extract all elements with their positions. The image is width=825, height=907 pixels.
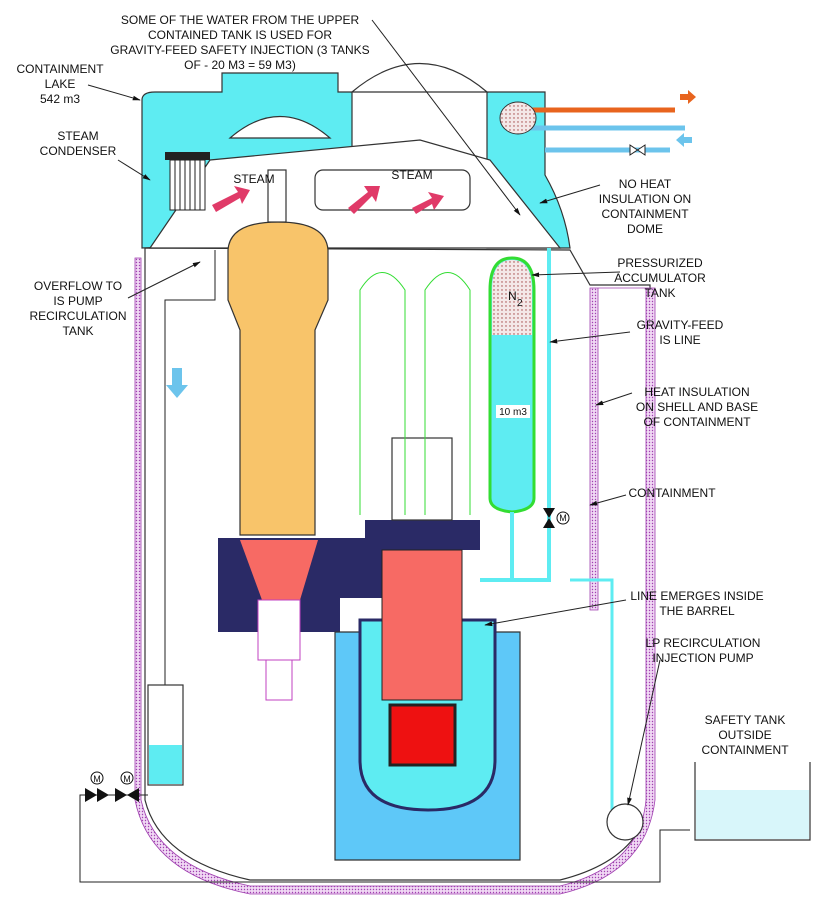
accumulator-volume: 10 m3 (499, 407, 527, 418)
svg-text:CONDENSER: CONDENSER (40, 144, 117, 158)
steam-condenser-label: STEAM CONDENSER (40, 129, 117, 158)
safety-tank-water (696, 790, 809, 839)
svg-text:GRAVITY-FEED: GRAVITY-FEED (637, 318, 724, 332)
no-heat-insulation-label: NO HEAT INSULATION ON CONTAINMENT DOME (599, 177, 691, 236)
motor-valve (115, 788, 139, 802)
reactor-core (388, 703, 457, 767)
recirculation-line (570, 578, 614, 810)
svg-text:TANK: TANK (62, 324, 93, 338)
svg-text:CONTAINMENT: CONTAINMENT (601, 207, 689, 221)
svg-text:TANK: TANK (644, 286, 675, 300)
motor-label: M (559, 513, 567, 523)
svg-text:GRAVITY-FEED SAFETY INJECTION: GRAVITY-FEED SAFETY INJECTION (3 TANKS (110, 43, 369, 57)
svg-text:DOME: DOME (627, 222, 663, 236)
svg-text:LP RECIRCULATION: LP RECIRCULATION (646, 636, 761, 650)
svg-text:NO HEAT: NO HEAT (619, 177, 672, 191)
overflow-line (164, 250, 216, 690)
containment-lake-label: CONTAINMENT LAKE 542 m3 (16, 62, 104, 106)
svg-text:ACCUMULATOR: ACCUMULATOR (614, 271, 706, 285)
lower-vessel-opening (240, 540, 318, 600)
svg-text:ON SHELL AND BASE: ON SHELL AND BASE (636, 400, 758, 414)
motor-label: M (93, 774, 101, 784)
sg-pump (257, 599, 301, 661)
gravity-feed-label: GRAVITY-FEED IS LINE (637, 318, 724, 347)
svg-text:PRESSURIZED: PRESSURIZED (617, 256, 703, 270)
motor-icon (120, 771, 134, 785)
svg-text:SAFETY TANK: SAFETY TANK (705, 713, 786, 727)
heat-exchanger (499, 101, 537, 135)
motor-label: M (123, 774, 131, 784)
control-drive-housing (391, 437, 453, 521)
svg-text:INSULATION ON: INSULATION ON (599, 192, 691, 206)
lp-pump-label: LP RECIRCULATION INJECTION PUMP (646, 636, 761, 665)
steam-arrow (412, 192, 444, 214)
top-hatch-dome (350, 63, 489, 93)
lp-recirculation-pump (606, 803, 644, 841)
svg-text:542 m3: 542 m3 (40, 92, 80, 106)
svg-text:SOME OF THE WATER FROM THE UPP: SOME OF THE WATER FROM THE UPPER (121, 13, 360, 27)
svg-text:CONTAINMENT: CONTAINMENT (16, 62, 104, 76)
safety-tank-label: SAFETY TANK OUTSIDE CONTAINMENT (701, 713, 789, 757)
heat-insulation-label: HEAT INSULATION ON SHELL AND BASE OF CON… (636, 385, 758, 429)
svg-text:OF CONTAINMENT: OF CONTAINMENT (643, 415, 751, 429)
svg-text:IS PUMP: IS PUMP (53, 294, 102, 308)
motor-icon (556, 511, 570, 525)
svg-text:OF - 20 M3 = 59 M3): OF - 20 M3 = 59 M3) (184, 58, 296, 72)
line-emerges-label: LINE EMERGES INSIDE THE BARREL (630, 589, 763, 618)
steam-generator (227, 221, 329, 536)
svg-text:RECIRCULATION: RECIRCULATION (29, 309, 126, 323)
reactor-head-structure (365, 520, 480, 550)
gravity-feed-line (480, 248, 551, 582)
sg-pump-motor (265, 659, 293, 701)
steam-label: STEAM (233, 172, 274, 186)
reactor-vessel (381, 549, 463, 701)
nitrogen-subscript: 2 (517, 298, 523, 309)
cold-inlet-arrow (676, 133, 692, 147)
nitrogen-label: N (508, 289, 517, 303)
containment-label: CONTAINMENT (628, 486, 716, 500)
svg-text:HEAT INSULATION: HEAT INSULATION (644, 385, 749, 399)
external-valve (629, 144, 646, 156)
steam-condenser (165, 152, 210, 211)
svg-text:CONTAINED TANK IS USED FOR: CONTAINED TANK IS USED FOR (148, 28, 332, 42)
passive-heat-exchanger-loops (359, 272, 471, 515)
svg-text:INJECTION PUMP: INJECTION PUMP (652, 651, 753, 665)
steam-arrow (348, 186, 380, 214)
accumulator-label: PRESSURIZED ACCUMULATOR TANK (614, 256, 706, 300)
recirculation-tank-water (149, 745, 182, 784)
overflow-label: OVERFLOW TO IS PUMP RECIRCULATION TANK (29, 279, 126, 338)
top-note: SOME OF THE WATER FROM THE UPPER CONTAIN… (110, 13, 369, 72)
steam-arrow (212, 186, 250, 212)
svg-text:CONTAINMENT: CONTAINMENT (701, 743, 789, 757)
down-arrow (166, 368, 188, 398)
steam-label: STEAM (391, 168, 432, 182)
svg-text:IS LINE: IS LINE (659, 333, 700, 347)
svg-text:OVERFLOW TO: OVERFLOW TO (34, 279, 122, 293)
svg-text:OUTSIDE: OUTSIDE (718, 728, 771, 742)
svg-text:LINE EMERGES INSIDE: LINE EMERGES INSIDE (630, 589, 763, 603)
nitrogen-gas (492, 260, 532, 335)
accumulator-motor-valve (543, 508, 555, 528)
motor-icon (90, 771, 104, 785)
sg-nozzle (267, 169, 287, 223)
hot-outlet-arrow (680, 90, 696, 104)
svg-text:THE BARREL: THE BARREL (659, 604, 735, 618)
dome-inner (228, 115, 332, 139)
svg-text:STEAM: STEAM (57, 129, 98, 143)
svg-text:LAKE: LAKE (45, 77, 76, 91)
heat-removal-cold-pipe (520, 125, 685, 153)
motor-valve (85, 788, 109, 802)
